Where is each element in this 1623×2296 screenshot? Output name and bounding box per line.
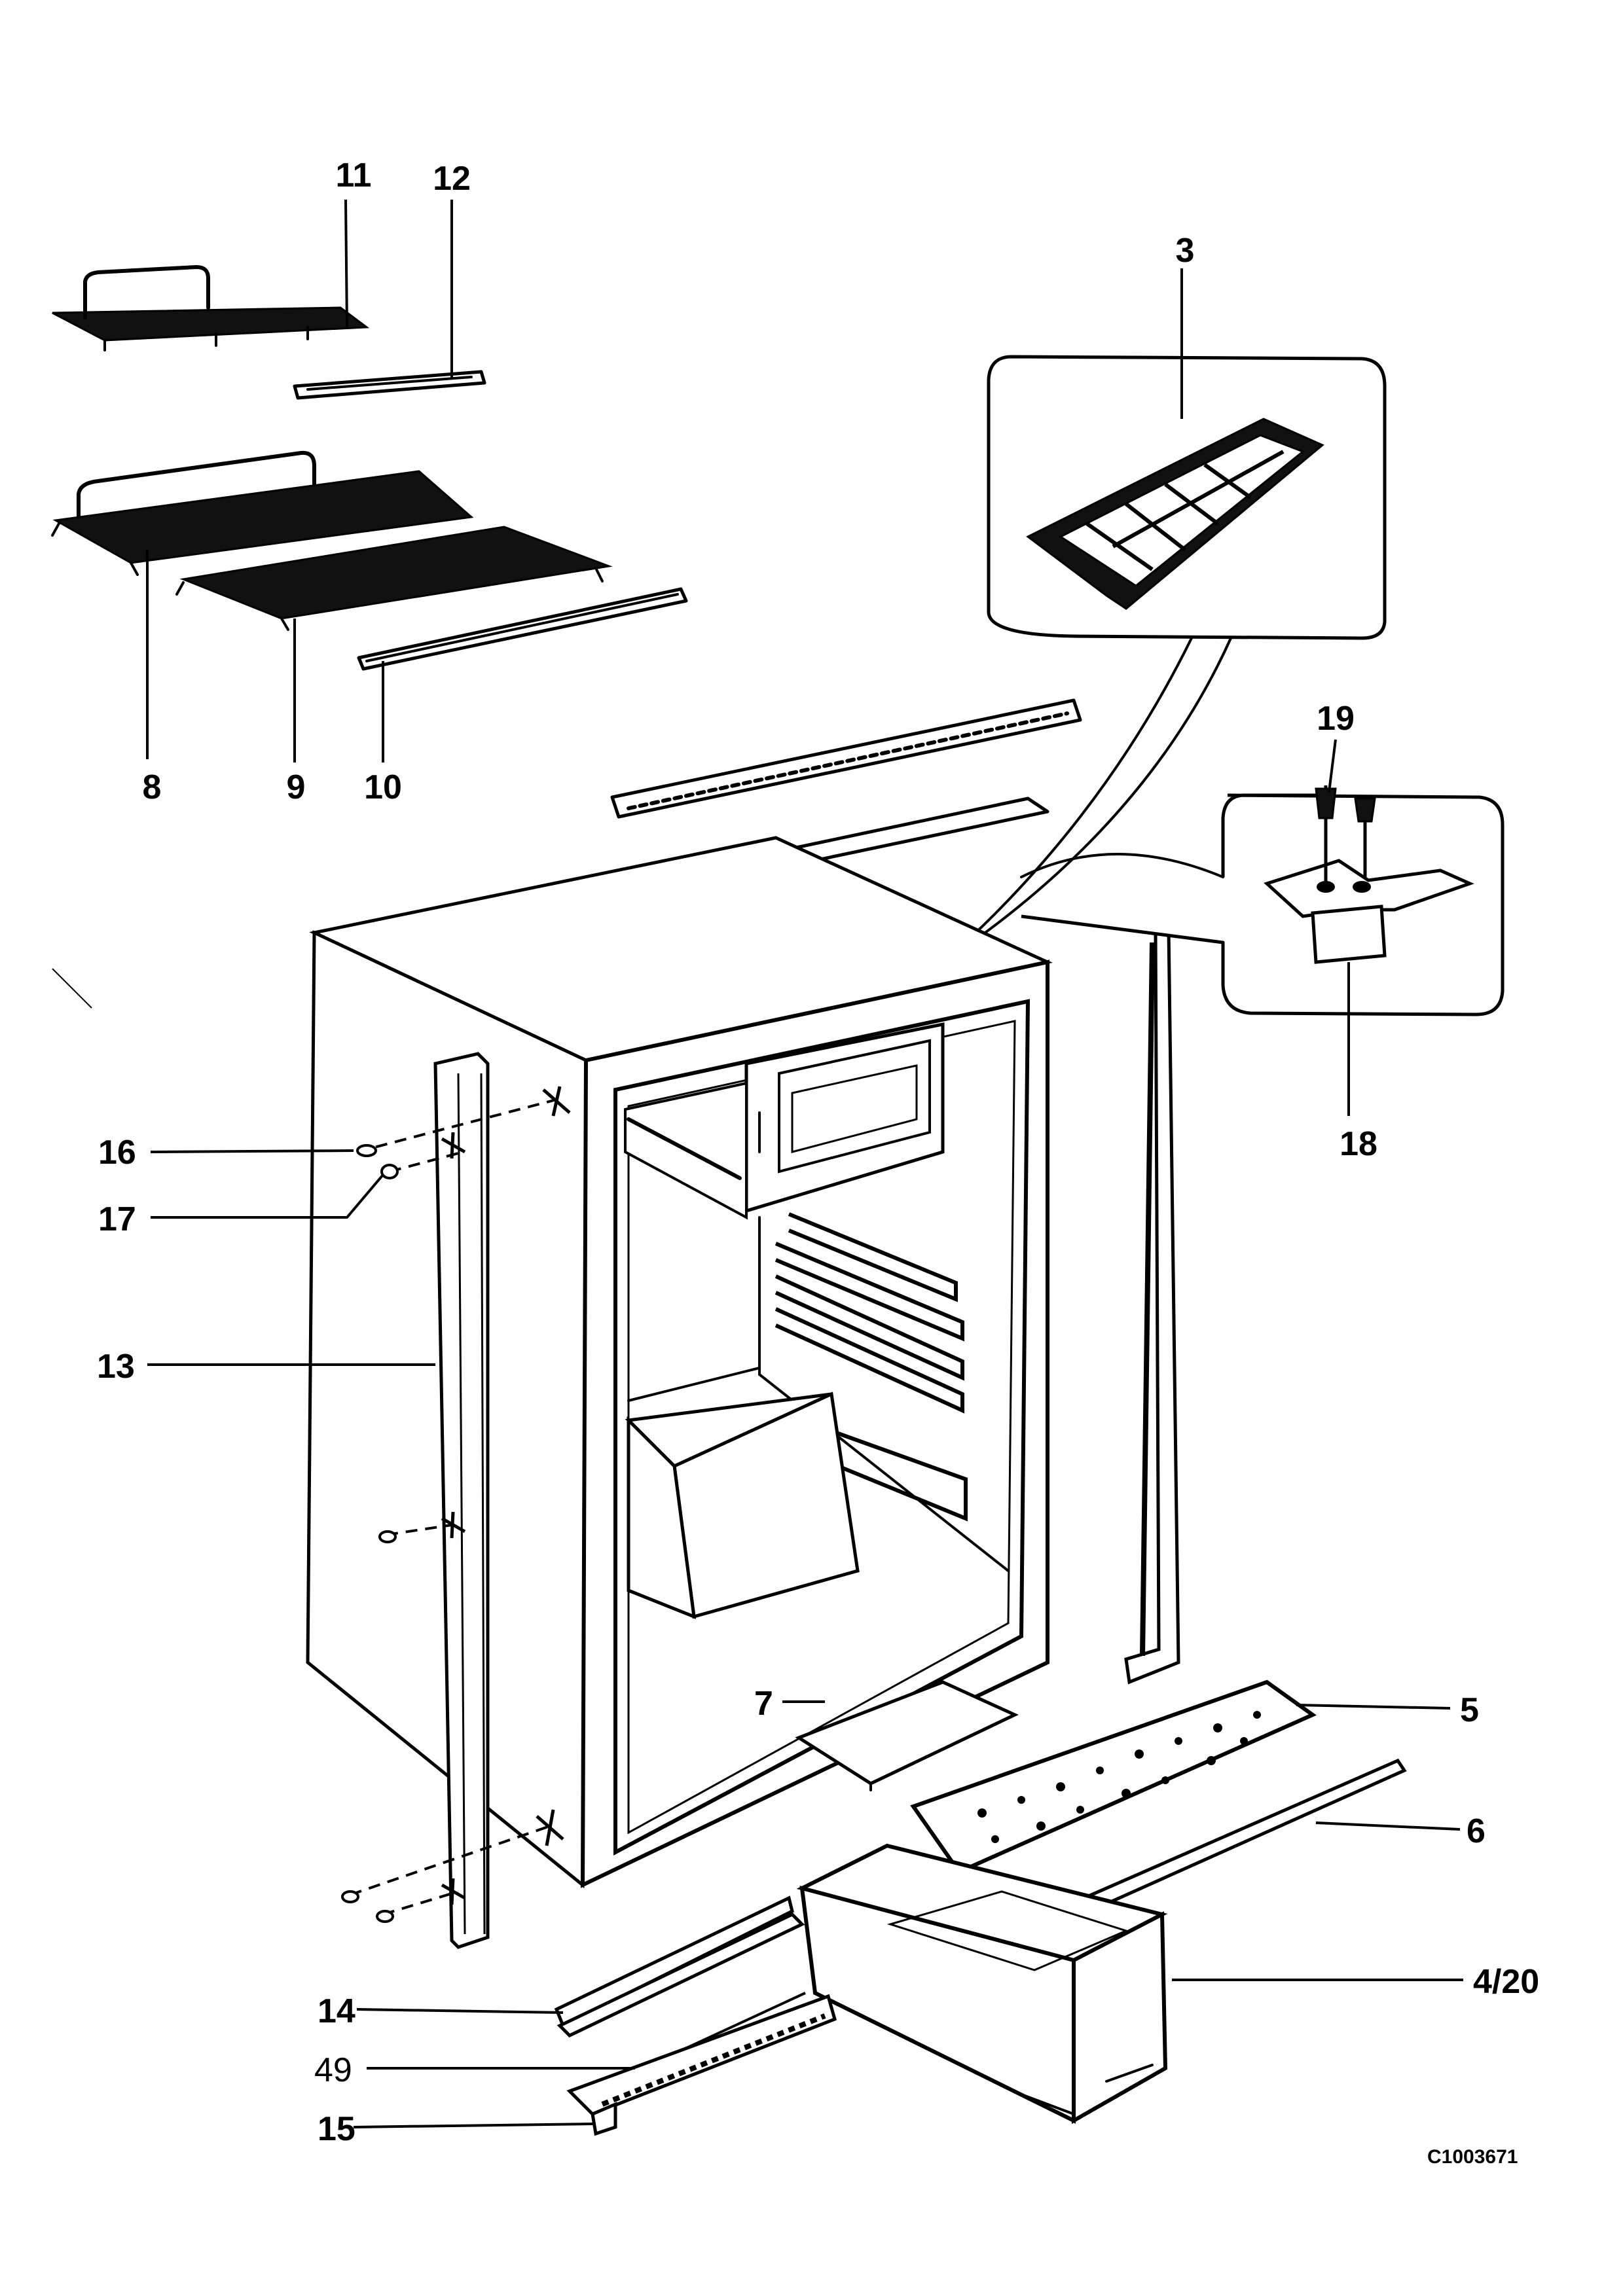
drawing-code: C1003671 xyxy=(1427,2146,1518,2168)
part-18-19-bracket-detail xyxy=(1020,785,1504,1016)
part-8-wire-shelf xyxy=(51,450,474,576)
callout-6: 6 xyxy=(1467,1812,1486,1850)
callout-8: 8 xyxy=(143,768,162,806)
callout-16: 16 xyxy=(98,1134,136,1172)
callout-14: 14 xyxy=(318,1992,356,2030)
part-3-ice-tray-detail xyxy=(843,355,1387,1022)
callout-13: 13 xyxy=(97,1348,135,1386)
part-4-20-crisper-drawer xyxy=(796,1843,1168,2125)
part-11-wire-shelf xyxy=(52,265,370,351)
part-13-left-vertical-strip xyxy=(433,1052,490,1949)
part-5-glass-shelf xyxy=(910,1679,1317,1874)
callout-10: 10 xyxy=(364,768,402,806)
callout-15: 15 xyxy=(318,2110,356,2148)
leader-lines xyxy=(146,199,1463,2128)
top-ventilation-grille xyxy=(610,698,1082,819)
callout-11: 11 xyxy=(336,156,372,194)
callout-3: 3 xyxy=(1176,232,1195,270)
callout-7: 7 xyxy=(754,1685,773,1723)
callout-18: 18 xyxy=(1340,1125,1377,1163)
screws-and-mounting-lines xyxy=(341,1086,571,1923)
callout-9: 9 xyxy=(287,768,306,806)
right-vertical-strip xyxy=(1124,927,1180,1685)
part-9-wire-shelf xyxy=(175,526,613,631)
part-12-strip xyxy=(293,370,486,400)
callout-5: 5 xyxy=(1460,1691,1479,1729)
callout-12: 12 xyxy=(433,160,471,198)
callout-17: 17 xyxy=(98,1200,136,1238)
callout-4-20: 4/20 xyxy=(1473,1963,1539,2001)
callout-49: 49 xyxy=(314,2051,352,2089)
part-15-bottom-grille xyxy=(566,1994,837,2136)
part-10-strip xyxy=(357,587,688,671)
refrigerator-cabinet xyxy=(306,836,1053,1889)
artifact-line xyxy=(52,968,92,1009)
part-14-bottom-strip xyxy=(554,1895,805,2038)
callout-19: 19 xyxy=(1317,700,1355,738)
